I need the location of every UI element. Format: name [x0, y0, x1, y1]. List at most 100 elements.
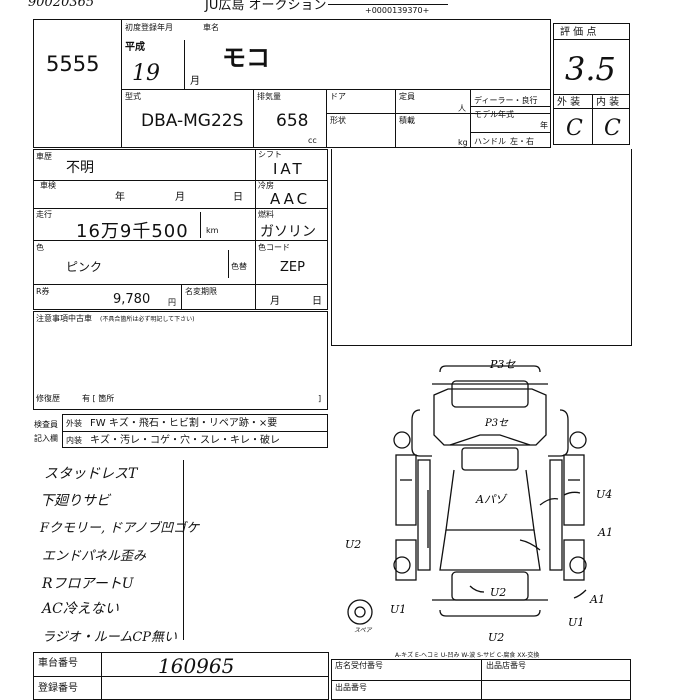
legend-interior-text: キズ・汚レ・コゲ・穴・スレ・キレ・破レ — [90, 435, 280, 446]
legend-exterior-label: 外装 — [66, 419, 82, 428]
damage-mark: U4 — [596, 488, 612, 501]
first-registration-label: 初度登録年月 — [125, 23, 173, 32]
shaken-year: 年 — [115, 192, 125, 203]
damage-mark: U2 — [488, 631, 504, 644]
interior-grade: C — [604, 116, 621, 141]
notes-sub: (不具合箇所は必ず明記して下さい) — [100, 316, 195, 323]
handwritten-note: スタッドレスT — [44, 466, 138, 482]
damage-mark: P3セ — [484, 418, 509, 429]
model-label: 型式 — [125, 92, 141, 101]
shaken-month: 月 — [175, 192, 185, 203]
top-frame — [33, 19, 551, 148]
registration-year: 19 — [132, 61, 160, 86]
name-change-label: 名変期限 — [185, 287, 217, 296]
displacement-label: 排気量 — [257, 92, 281, 101]
damage-mark: P3セ — [489, 358, 516, 371]
inspector-entry-label: 記入欄 — [34, 434, 58, 443]
damage-mark: U1 — [390, 603, 406, 616]
evaluation-label: 評 価 点 — [560, 27, 597, 38]
mileage-unit: km — [206, 226, 219, 235]
name-change-month: 月 — [270, 296, 280, 307]
handle-label: ハンドル — [474, 137, 506, 146]
shaken-label: 車検 — [40, 181, 56, 190]
aircon-label: 冷房 — [258, 181, 274, 190]
handwritten-note: エンドパネル歪み — [42, 549, 147, 564]
fuel-value: ガソリン — [260, 224, 316, 240]
history-value: 不明 — [66, 160, 94, 176]
listing-store-label: 出品店番号 — [486, 661, 526, 670]
auction-name: JU広島 オークション — [205, 0, 327, 13]
exterior-grade: C — [566, 116, 583, 141]
inspector-label: 検査員 — [34, 420, 58, 429]
displacement-value: 658 — [276, 111, 309, 131]
model-year-label: モデル年式 — [474, 110, 514, 119]
doors-label: ドア — [330, 92, 346, 101]
fuel-label: 燃料 — [258, 210, 274, 219]
barcode-line — [328, 4, 448, 5]
history-label: 車歴 — [36, 152, 52, 161]
color-code-value: ZEP — [280, 260, 305, 275]
damage-mark: A1 — [589, 593, 605, 606]
displacement-unit: cc — [308, 136, 317, 145]
notes-label: 注意事項中古車 — [36, 314, 92, 323]
evaluation-score: 3.5 — [565, 50, 616, 88]
exterior-label: 外 装 — [557, 97, 581, 108]
recycle-unit: 円 — [168, 298, 176, 307]
damage-mark: U1 — [568, 616, 584, 629]
legend-interior-label: 内装 — [66, 436, 82, 445]
model-code: DBA-MG22S — [141, 111, 244, 131]
registration-label: 登録番号 — [38, 683, 78, 694]
interior-label: 内 装 — [596, 97, 620, 108]
capacity-label: 定員 — [399, 92, 415, 101]
repair-history-label: 修復歴 — [36, 394, 60, 403]
handle-options: 左・右 — [510, 137, 534, 146]
month-unit: 月 — [190, 76, 200, 87]
paint-label: 色替 — [231, 262, 247, 271]
damage-mark: A1 — [597, 526, 613, 539]
mileage-value: 16万9千500 — [76, 221, 189, 242]
listing-number-label: 出品番号 — [335, 683, 367, 692]
handwritten-note: AC冷えない — [42, 601, 119, 617]
recycle-value: 9,780 — [113, 292, 151, 307]
damage-mark: Aパゾ — [475, 493, 508, 506]
notes-box — [33, 311, 328, 410]
notes-divider — [183, 460, 184, 640]
handwritten-note: RフロアートU — [42, 576, 134, 592]
aircon-value: AAC — [270, 190, 311, 208]
era-label: 平成 — [125, 42, 145, 53]
chassis-label: 車台番号 — [38, 658, 78, 669]
load-label: 積載 — [399, 116, 415, 125]
shift-value: IAT — [273, 160, 305, 178]
mileage-label: 走行 — [36, 210, 52, 219]
model-year-unit: 年 — [540, 121, 548, 130]
damage-mark: U2 — [490, 586, 506, 599]
legend-exterior-text: FW キズ・飛石・ヒビ割・リペア跡・×要 — [90, 418, 278, 429]
load-unit: kg — [458, 138, 468, 147]
repair-history-close: ] — [318, 394, 322, 403]
recycle-label: R券 — [36, 287, 50, 296]
car-name: モコ — [222, 44, 270, 72]
shift-label: シフト — [258, 150, 282, 159]
info-grid — [33, 149, 328, 310]
header-number: 90020365 — [28, 0, 95, 10]
handwritten-note: ラジオ・ルームCP無い — [42, 630, 178, 645]
damage-legend: A-キズ E-ヘコミ U-凹み W-波 S-サビ C-腐食 XX-交換 — [395, 652, 540, 659]
barcode-number: +0000139370+ — [365, 6, 430, 15]
evaluation-box — [553, 23, 630, 145]
color-value: ピンク — [66, 260, 103, 274]
lot-number: 5555 — [46, 52, 100, 76]
spare-label: スペア — [354, 627, 373, 634]
handwritten-note: 下廻りサビ — [40, 493, 110, 509]
name-change-day: 日 — [312, 296, 322, 307]
receipt-number-label: 店名受付番号 — [335, 661, 383, 670]
car-name-label: 車名 — [203, 23, 219, 32]
color-label: 色 — [36, 243, 44, 252]
damage-mark: U2 — [345, 538, 361, 551]
repair-history-value: 有 [ 箇所 — [82, 394, 115, 403]
handwritten-note: Fクモリー, ドアノブ凹ゴケ — [40, 521, 200, 536]
color-code-label: 色コード — [258, 243, 290, 252]
grade-label: 形状 — [330, 116, 346, 125]
car-diagram: P3セ P3セ Aパゾ U2 U4 A1 U1 U2 A1 U1 U2 スペア — [345, 358, 613, 644]
shaken-day: 日 — [233, 192, 243, 203]
chassis-number: 160965 — [158, 654, 235, 678]
